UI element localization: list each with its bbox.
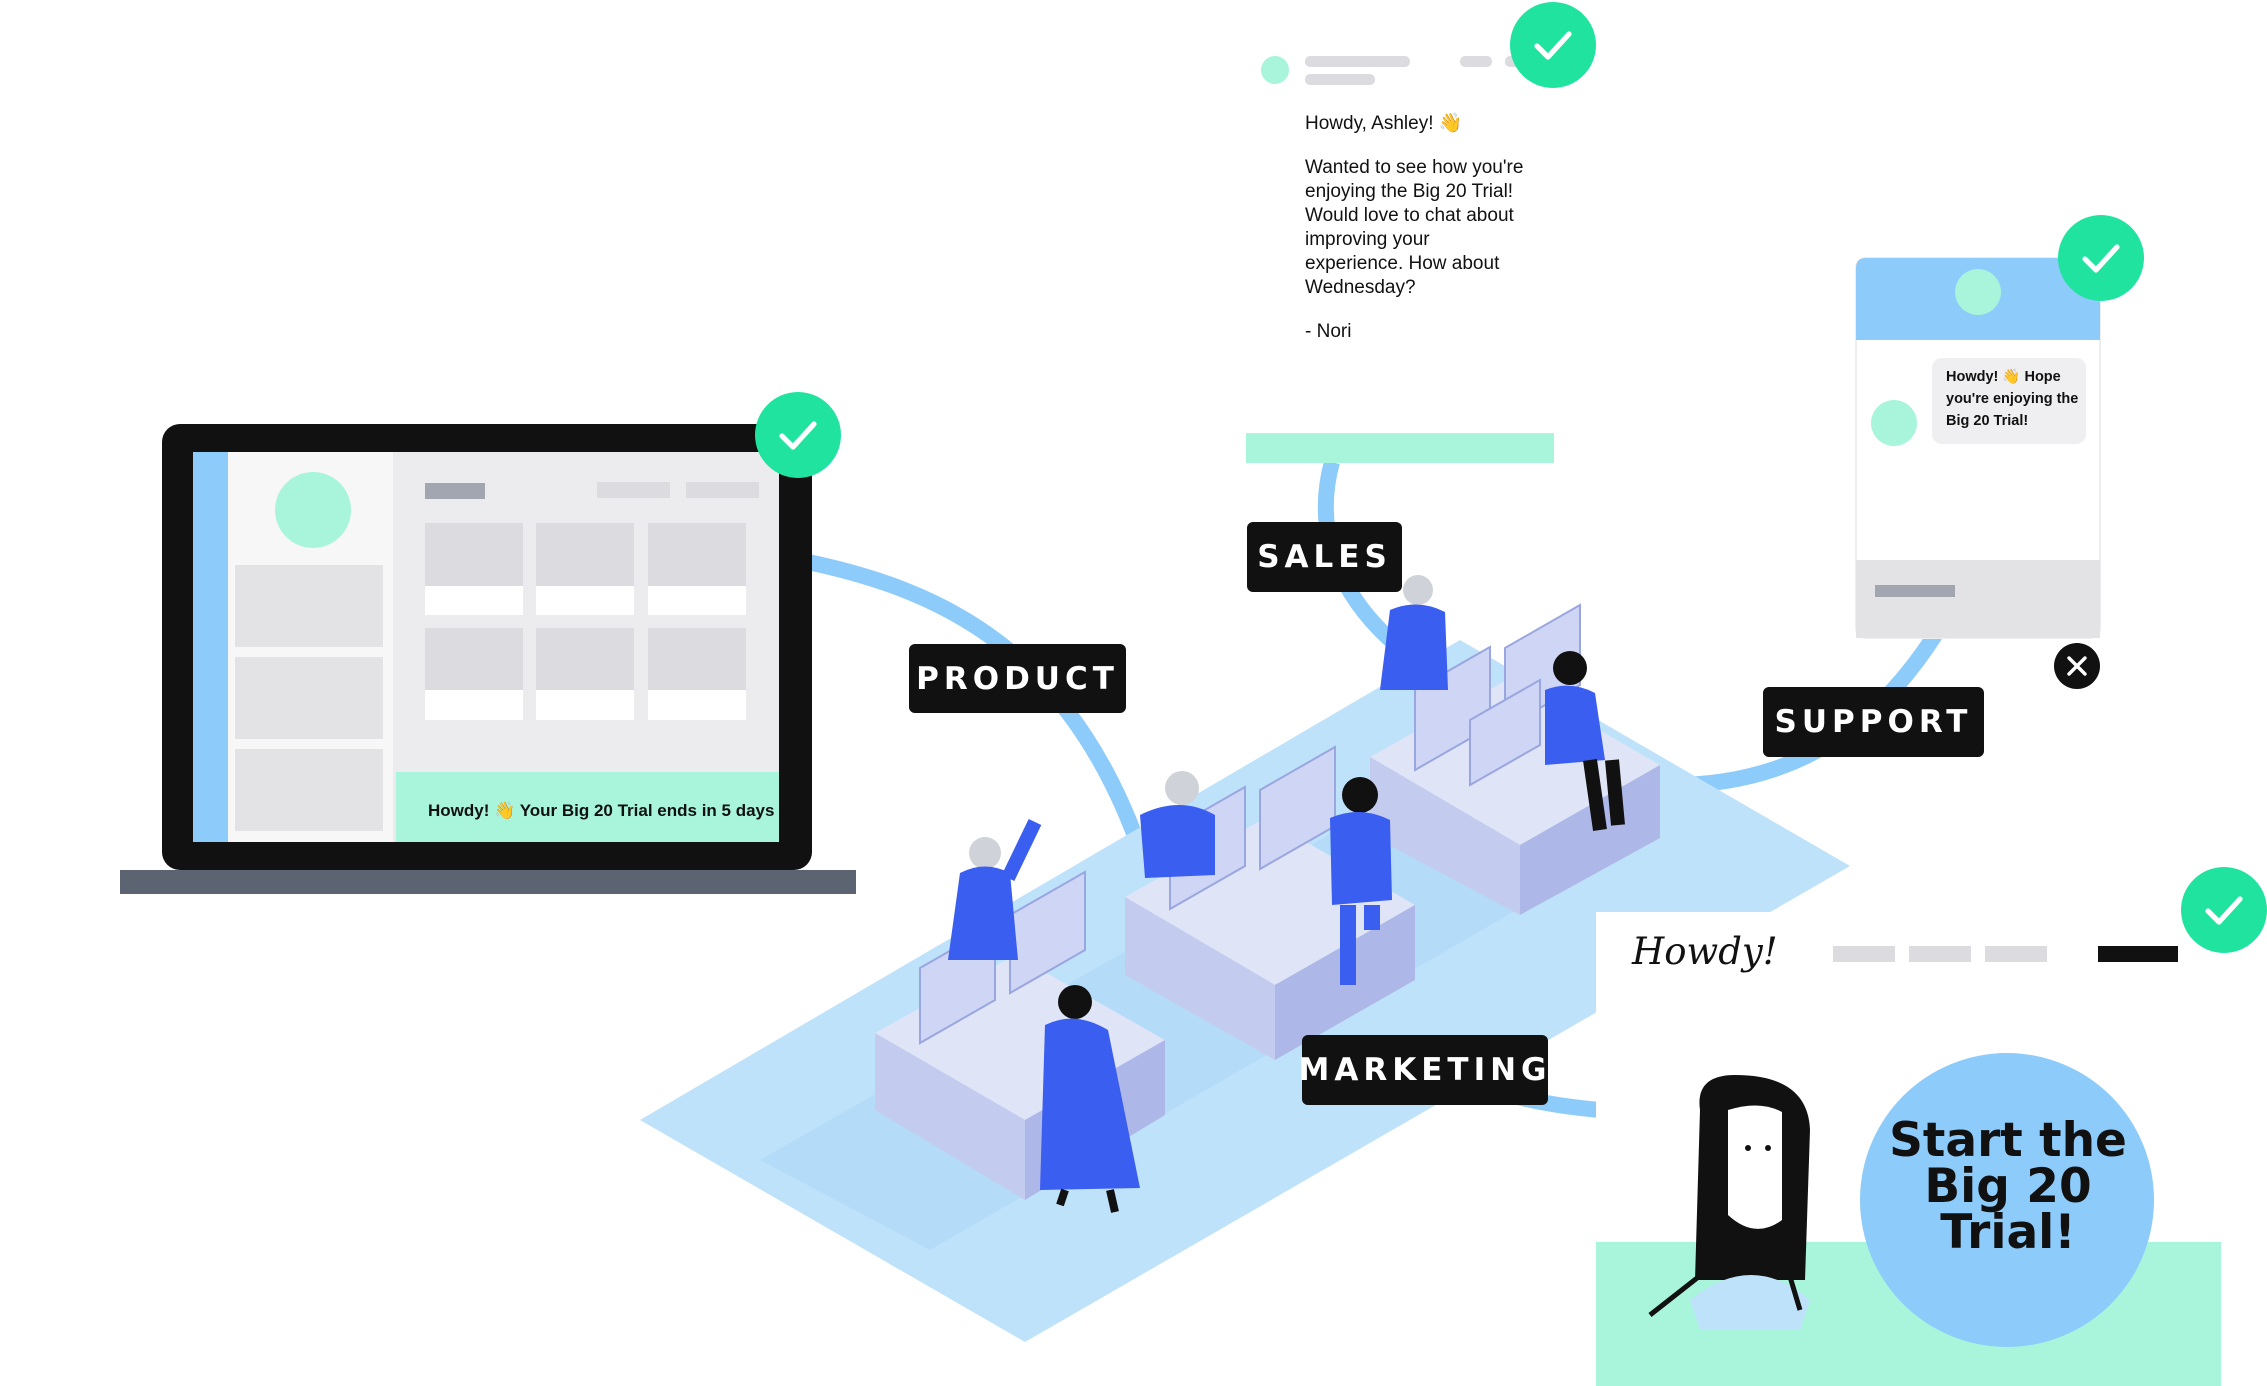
laptop bbox=[120, 424, 856, 894]
chat-bubble: Howdy! 👋 Hope you're enjoying the Big 20… bbox=[1932, 358, 2086, 444]
landing-check-badge bbox=[2181, 867, 2267, 953]
check-icon bbox=[2082, 244, 2120, 273]
howdy-logo: Howdy! bbox=[1632, 930, 1778, 973]
trial-banner-text: Howdy! 👋 Your Big 20 Trial ends in 5 day… bbox=[428, 801, 775, 820]
product-label: PRODUCT bbox=[909, 644, 1126, 713]
check-icon bbox=[1534, 31, 1572, 60]
email-message: Howdy, Ashley! 👋 Wanted to see how you'r… bbox=[1305, 112, 1525, 364]
laptop-check-badge bbox=[755, 392, 841, 478]
email-greeting: Howdy, Ashley! 👋 bbox=[1305, 113, 1463, 134]
email-card bbox=[1246, 36, 1554, 463]
sales-label: SALES bbox=[1247, 522, 1402, 592]
check-icon bbox=[2205, 896, 2243, 925]
email-signature: - Nori bbox=[1305, 321, 1352, 342]
chat-check-badge bbox=[2058, 215, 2144, 301]
start-trial-cta[interactable]: Start the Big 20 Trial! bbox=[1889, 1113, 2127, 1260]
close-icon bbox=[2067, 656, 2087, 676]
landing-page bbox=[1596, 912, 2267, 1386]
support-label: SUPPORT bbox=[1763, 687, 1984, 757]
check-icon bbox=[779, 421, 817, 450]
chat-close-button[interactable] bbox=[2054, 643, 2100, 689]
workers bbox=[948, 575, 1625, 1213]
email-body: Wanted to see how you're enjoying the Bi… bbox=[1305, 157, 1524, 298]
monitors bbox=[919, 603, 1581, 1045]
chat-widget bbox=[1855, 257, 2101, 639]
marketing-label: MARKETING bbox=[1299, 1035, 1548, 1105]
email-check-badge bbox=[1510, 2, 1596, 88]
